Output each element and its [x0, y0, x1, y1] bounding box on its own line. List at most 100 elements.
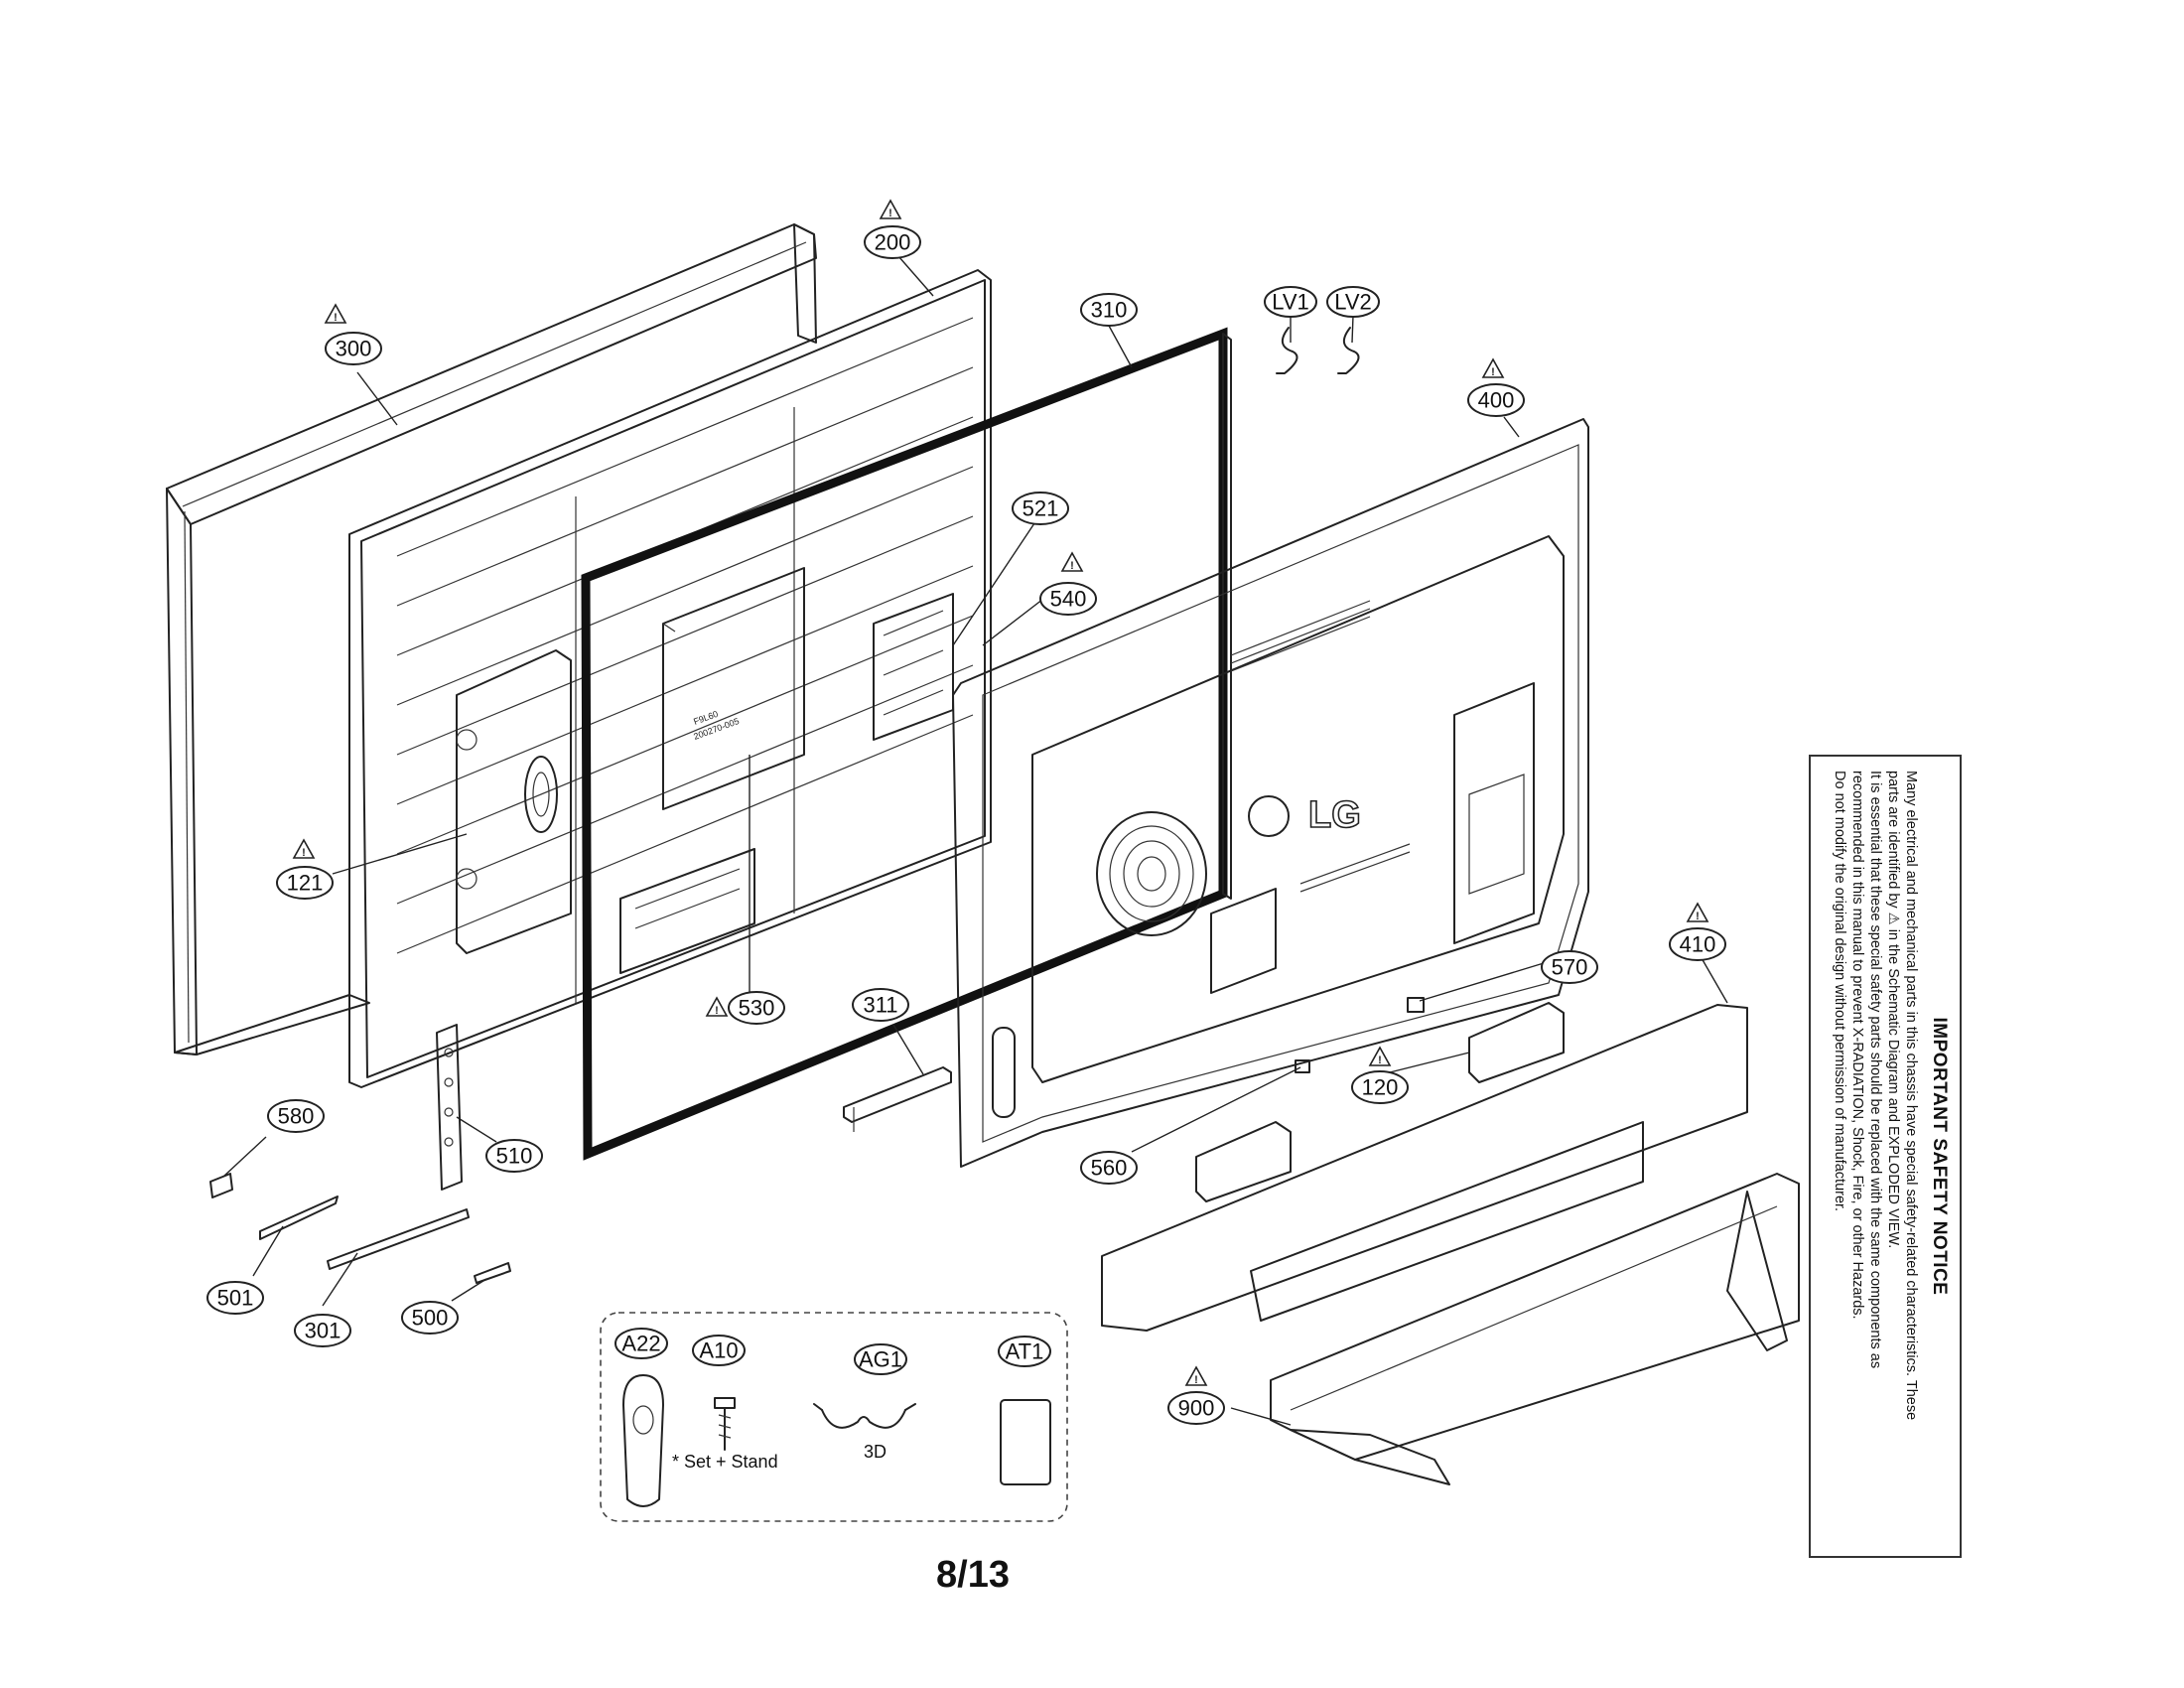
callout-540: 540 [1039, 582, 1097, 616]
3d-glasses-icon [813, 1403, 916, 1429]
stand-base [1270, 1173, 1800, 1485]
svg-text:301: 301 [305, 1319, 341, 1343]
svg-text:530: 530 [739, 996, 775, 1021]
card-icon [1000, 1399, 1051, 1485]
callout-311: 311 [852, 988, 909, 1022]
svg-text:121: 121 [287, 871, 324, 896]
callout-200: 200 [864, 225, 921, 259]
callout-301: 301 [294, 1314, 351, 1347]
safety-notice-text: in the Schematic Diagram and EXPLODED VI… [1885, 928, 1901, 1249]
svg-text:560: 560 [1091, 1156, 1128, 1181]
accessories-box [600, 1312, 1068, 1522]
svg-text:!: ! [1696, 911, 1700, 922]
callout-121: 121 [276, 866, 334, 900]
svg-text:!: ! [302, 847, 306, 859]
front-bezel-frame [166, 223, 817, 1055]
svg-text:300: 300 [336, 337, 372, 361]
warning-icon: ! [879, 199, 902, 219]
safety-notice-text: parts are identified by [1885, 771, 1901, 909]
warning-icon: ! [1481, 357, 1505, 378]
svg-text:540: 540 [1050, 587, 1087, 612]
svg-text:!: ! [1070, 560, 1074, 572]
svg-text:900: 900 [1178, 1396, 1215, 1421]
callout-560: 560 [1080, 1151, 1138, 1185]
set-stand-note: * Set + Stand [672, 1452, 778, 1472]
warning-icon: ! [1184, 1365, 1208, 1386]
3d-note: 3D [864, 1442, 887, 1462]
svg-text:!: ! [1491, 366, 1495, 378]
stand-body [1101, 997, 1748, 1332]
callout-521: 521 [1012, 492, 1069, 525]
warning-triangles: ! ! ! ! ! ! ! ! ! [292, 199, 1709, 1386]
callout-580: 580 [267, 1099, 325, 1133]
svg-text:A22: A22 [621, 1332, 660, 1356]
small-parts [209, 1173, 511, 1284]
svg-text:510: 510 [496, 1144, 533, 1169]
warning-icon: ! [705, 996, 729, 1017]
callout-a10: A10 [692, 1335, 746, 1366]
svg-text:120: 120 [1362, 1075, 1399, 1100]
remote-control-icon [622, 1374, 664, 1507]
warning-icon: ⚠ [1885, 912, 1901, 925]
safety-notice-title: IMPORTANT SAFETY NOTICE [1929, 1017, 1950, 1296]
svg-text:501: 501 [217, 1286, 254, 1311]
svg-text:!: ! [715, 1005, 719, 1017]
page-number: 8/13 [936, 1554, 1010, 1596]
inner-frame [581, 327, 1232, 1161]
callout-lv1: LV1 [1264, 286, 1317, 318]
svg-text:LV1: LV1 [1272, 290, 1309, 315]
callout-900: 900 [1167, 1391, 1225, 1425]
svg-text:!: ! [888, 208, 892, 219]
bracket-311 [843, 1066, 952, 1132]
callout-501: 501 [206, 1281, 264, 1315]
callout-570: 570 [1541, 950, 1598, 984]
warning-icon: ! [324, 303, 347, 324]
svg-text:521: 521 [1023, 496, 1059, 521]
svg-text:!: ! [1194, 1374, 1198, 1386]
warning-icon: ! [1060, 551, 1084, 572]
back-cover: LG [952, 418, 1589, 1168]
svg-text:580: 580 [278, 1104, 315, 1129]
svg-text:500: 500 [412, 1306, 449, 1331]
safety-notice-line: parts are identified by ⚠ in the Schemat… [1884, 771, 1902, 1542]
callout-510: 510 [485, 1139, 543, 1173]
safety-notice-line: It is essential that these special safet… [1867, 771, 1883, 1369]
callout-500: 500 [401, 1301, 459, 1335]
safety-notice-body: Many electrical and mechanical parts in … [1831, 771, 1920, 1542]
safety-notice-line: Do not modify the original design withou… [1832, 771, 1847, 1212]
svg-text:400: 400 [1478, 388, 1515, 413]
display-module [348, 269, 992, 1088]
callout-a22: A22 [614, 1328, 668, 1359]
callout-at1: AT1 [998, 1336, 1051, 1367]
svg-text:!: ! [1378, 1055, 1382, 1066]
callout-lv2: LV2 [1326, 286, 1380, 318]
keypad-510 [436, 1024, 463, 1191]
callout-120: 120 [1351, 1070, 1409, 1104]
svg-text:!: ! [334, 312, 338, 324]
callout-310: 310 [1080, 293, 1138, 327]
callout-410: 410 [1669, 927, 1726, 961]
callout-530: 530 [728, 991, 785, 1025]
safety-notice-box: IMPORTANT SAFETY NOTICE Many electrical … [1809, 755, 1962, 1558]
svg-text:310: 310 [1091, 298, 1128, 323]
svg-text:AG1: AG1 [859, 1347, 902, 1372]
svg-text:A10: A10 [699, 1338, 738, 1363]
warning-icon: ! [1686, 902, 1709, 922]
lv-springs [1276, 327, 1360, 374]
svg-text:LV2: LV2 [1334, 290, 1372, 315]
callout-300: 300 [325, 332, 382, 365]
svg-text:410: 410 [1680, 932, 1716, 957]
svg-text:AT1: AT1 [1006, 1339, 1044, 1364]
safety-notice-line: Many electrical and mechanical parts in … [1903, 771, 1919, 1421]
safety-notice-line: recommended in this manual to prevent X-… [1849, 771, 1865, 1320]
leader-lines [222, 255, 1728, 1426]
warning-icon: ! [1368, 1046, 1392, 1066]
callout-ag1: AG1 [854, 1343, 907, 1375]
callout-400: 400 [1467, 383, 1525, 417]
safety-notice-content: IMPORTANT SAFETY NOTICE Many electrical … [1811, 757, 1960, 1556]
screw-icon [714, 1397, 736, 1451]
warning-icon: ! [292, 838, 316, 859]
svg-text:311: 311 [863, 993, 897, 1018]
svg-text:200: 200 [875, 230, 911, 255]
